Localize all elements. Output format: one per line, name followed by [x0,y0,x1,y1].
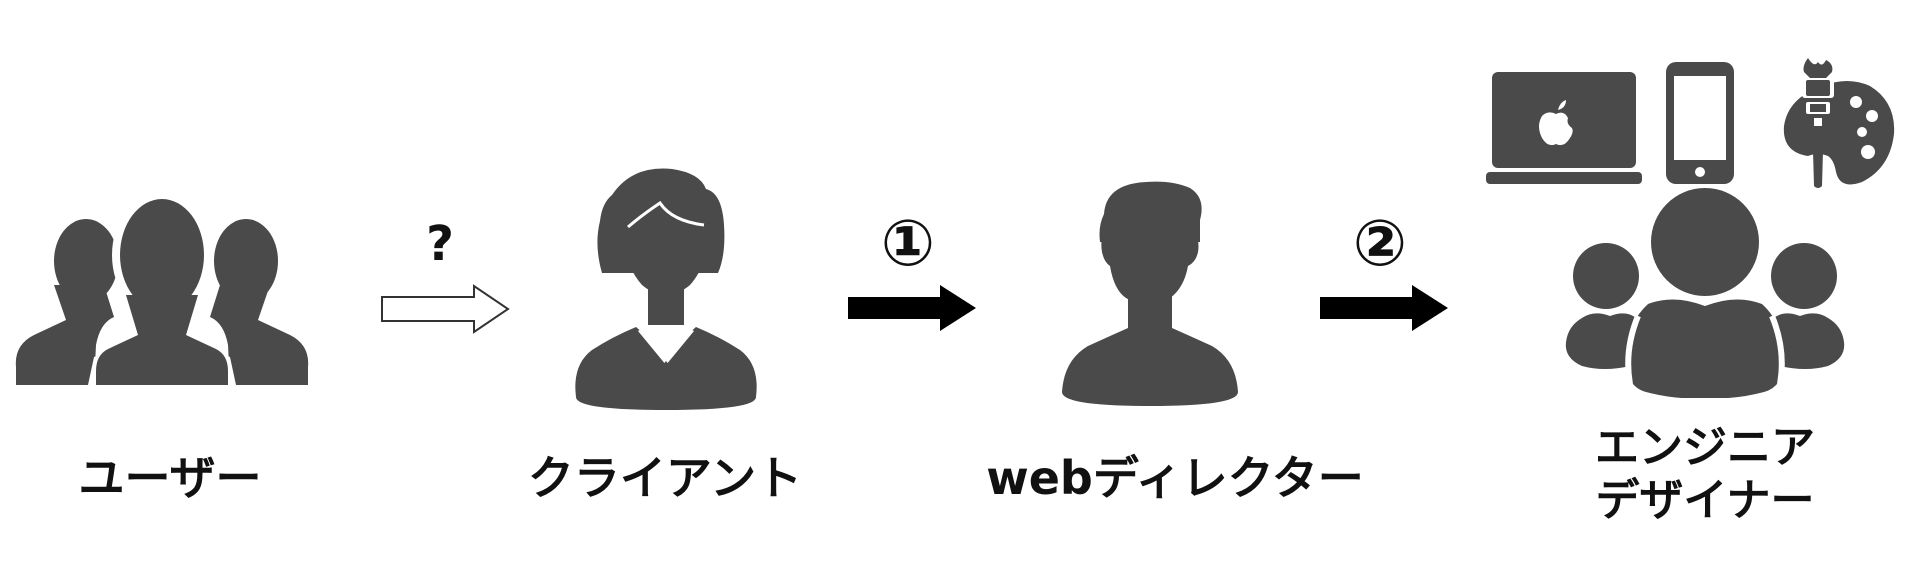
client-label: クライアント [527,451,803,505]
businesswoman-icon [575,168,757,410]
question-mark-label: ? [426,216,454,272]
group-of-people-icon [15,195,309,385]
director-label: webディレクター [986,451,1364,505]
outline-arrow [381,284,510,334]
step-two-label: ② [1352,207,1408,281]
engineer-label-line2: デザイナー [1595,474,1815,526]
palette-brush-icon [1783,58,1895,188]
solid-arrow-one [848,285,976,331]
team-icon [1565,188,1845,398]
engineer-label-line1: エンジニア [1595,422,1815,473]
laptop-icon [1486,72,1642,184]
solid-arrow-two [1320,285,1448,331]
engineer-label: エンジニア デザイナー [1560,422,1850,528]
smartphone-icon [1666,62,1734,184]
user-label: ユーザー [78,451,262,505]
step-one-label: ① [880,207,936,281]
man-silhouette-icon [1062,181,1238,406]
